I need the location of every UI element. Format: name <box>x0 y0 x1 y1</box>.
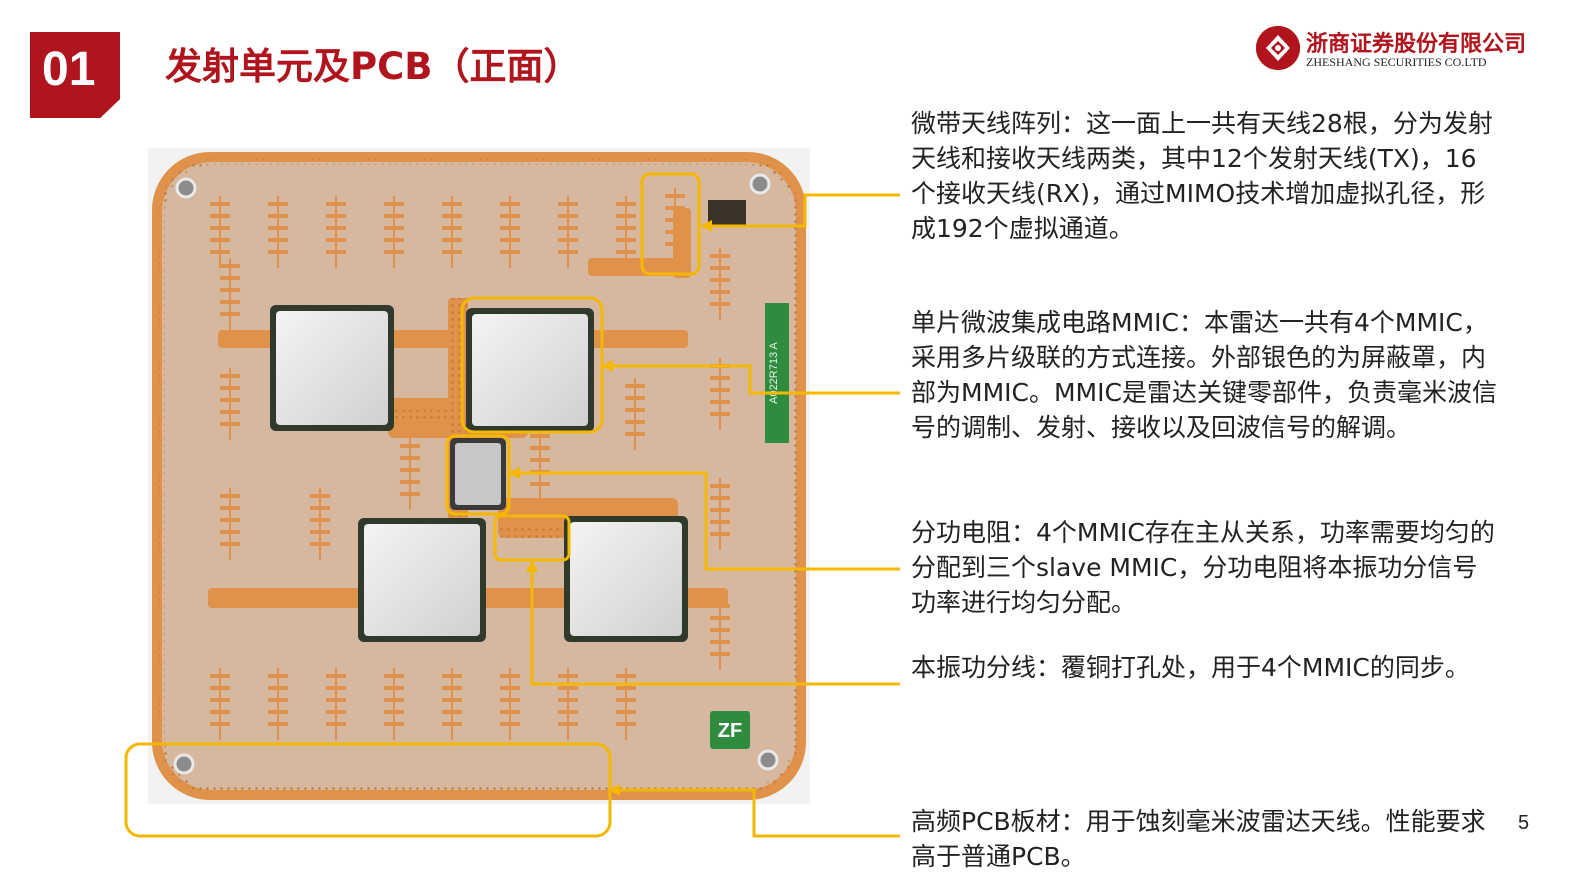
zf-logo: ZF <box>718 720 742 742</box>
company-logo-icon <box>1256 26 1300 70</box>
company-name-cn: 浙商证券股份有限公司 <box>1306 32 1527 57</box>
callout-divider-text: 分功电阻：4个MMIC存在主从关系，功率需要均匀的分配到三个slave MMIC… <box>911 518 1495 617</box>
company-logo: 浙商证券股份有限公司 ZHESHANG SECURITIES CO.LTD <box>1256 26 1556 76</box>
page-title: 发射单元及PCB（正面） <box>165 45 581 88</box>
section-number-badge: 01 <box>30 32 120 118</box>
silkscreen-code: A022R713 A <box>768 341 780 403</box>
callout-lo-line-text: 本振功分线：覆铜打孔处，用于4个MMIC的同步。 <box>911 653 1470 682</box>
callout-pcb-text: 高频PCB板材：用于蚀刻毫米波雷达天线。性能要求高于普通PCB。 <box>911 807 1486 871</box>
callout-antenna-text: 微带天线阵列：这一面上一共有天线28根，分为发射天线和接收天线两类，其中12个发… <box>911 109 1493 243</box>
callout-mmic-text: 单片微波集成电路MMIC：本雷达一共有4个MMIC，采用多片级联的方式连接。外部… <box>911 308 1497 442</box>
pcb-board-image: A022R713 A ZF <box>148 148 810 804</box>
page-number: 5 <box>1518 812 1530 834</box>
company-name-en: ZHESHANG SECURITIES CO.LTD <box>1306 55 1487 69</box>
section-number: 01 <box>42 43 96 96</box>
